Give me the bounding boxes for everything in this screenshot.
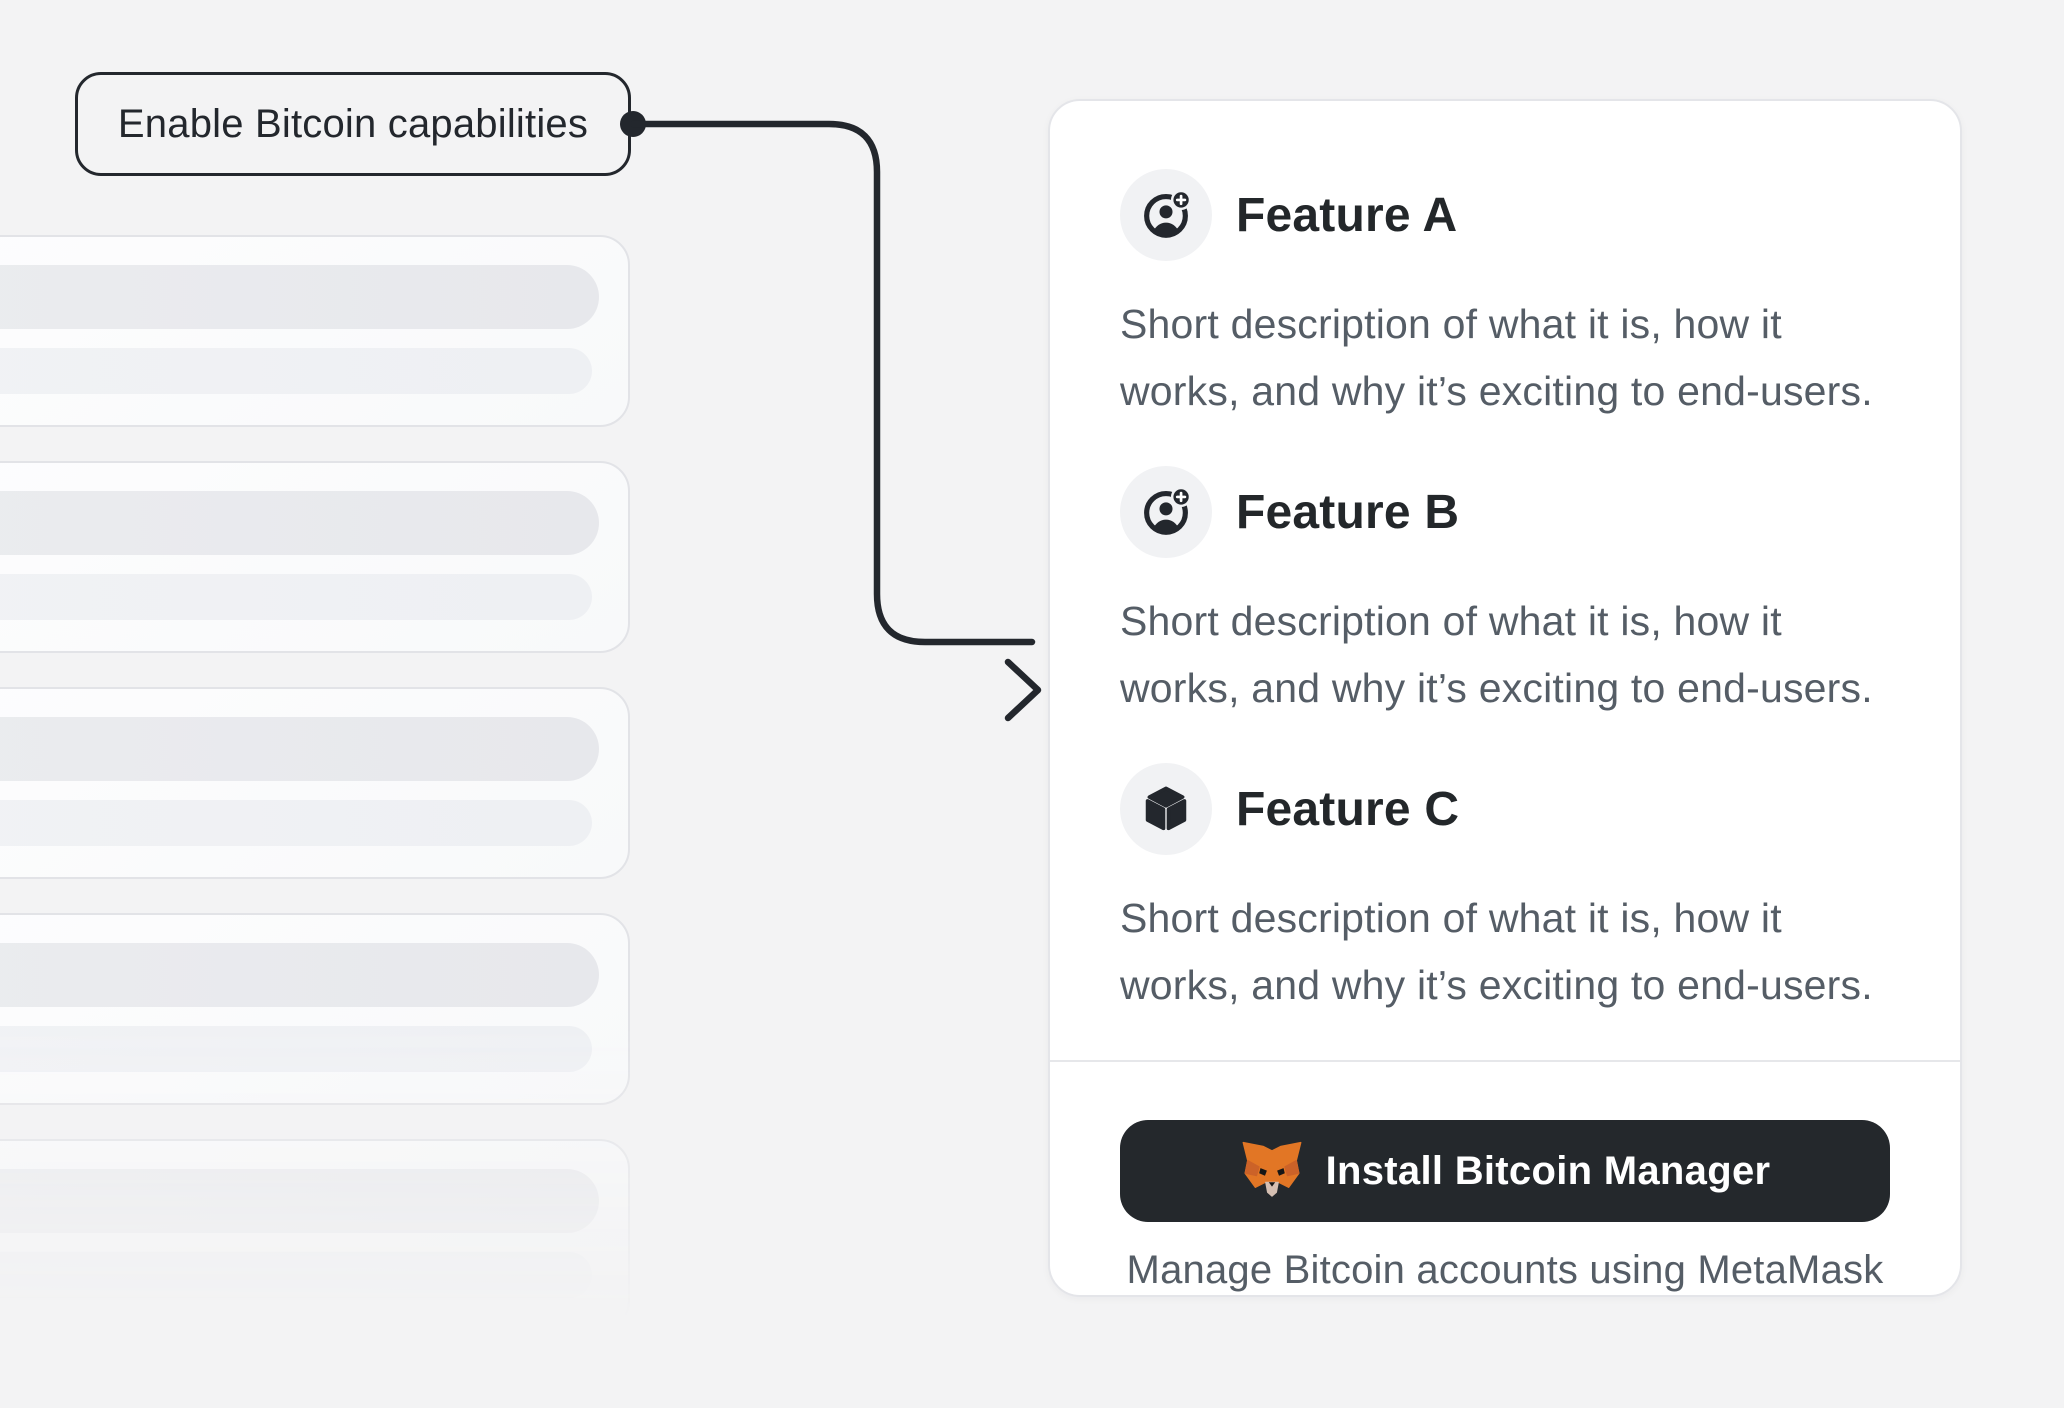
skeleton-bar [0,491,599,555]
install-button-label: Install Bitcoin Manager [1325,1148,1771,1193]
skeleton-bar [0,717,599,781]
skeleton-card [0,235,630,427]
skeleton-bar [0,1169,599,1233]
skeleton-card [0,1139,630,1331]
skeleton-bar [0,265,599,329]
feature-title: Feature A [1236,188,1458,242]
skeleton-card-list [0,235,630,1365]
feature-description: Short description of what it is, how it … [1120,895,1873,1008]
skeleton-card [0,461,630,653]
feature-title: Feature B [1236,485,1460,539]
card-divider [1050,1060,1960,1062]
annotation-callout-label: Enable Bitcoin capabilities [117,101,589,146]
feature-block-c: Feature C Short description of what it i… [1120,763,1890,1019]
feature-card: Feature A Short description of what it i… [1048,99,1962,1297]
annotation-callout: Enable Bitcoin capabilities [75,72,631,176]
cube-icon [1120,763,1212,855]
arrowhead-icon [1004,658,1042,722]
skeleton-card [0,687,630,879]
feature-block-a: Feature A Short description of what it i… [1120,169,1890,425]
feature-title: Feature C [1236,782,1460,836]
account-add-icon [1120,466,1212,558]
metamask-fox-icon [1242,1141,1302,1197]
feature-description: Short description of what it is, how it … [1120,301,1873,414]
skeleton-bar [0,348,592,394]
footer-caption: Manage Bitcoin accounts using MetaMask [1126,1248,1884,1292]
feature-description: Short description of what it is, how it … [1120,598,1873,711]
account-add-icon [1120,169,1212,261]
skeleton-card [0,913,630,1105]
skeleton-bar [0,943,599,1007]
skeleton-bar [0,800,592,846]
skeleton-bar [0,1252,592,1298]
skeleton-bar [0,574,592,620]
skeleton-bar [0,1026,592,1072]
feature-block-b: Feature B Short description of what it i… [1120,466,1890,722]
install-bitcoin-manager-button[interactable]: Install Bitcoin Manager [1120,1120,1890,1222]
